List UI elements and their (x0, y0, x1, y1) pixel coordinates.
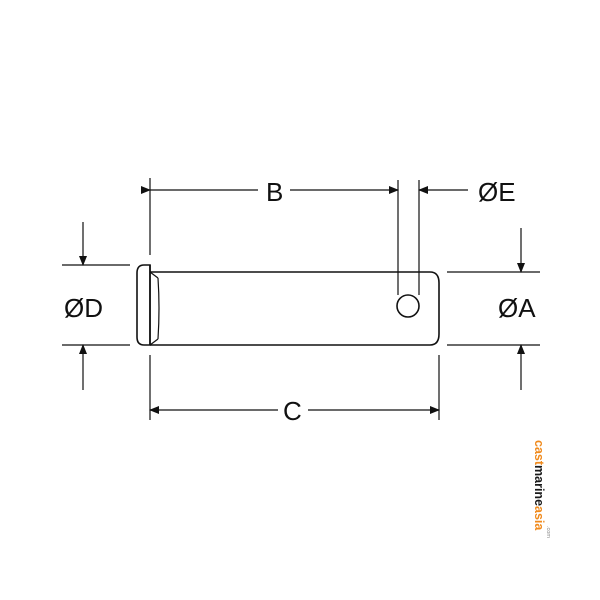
dimension-b: B (141, 177, 399, 295)
label-a: ØA (498, 293, 536, 323)
logo-part-cast: cast (532, 440, 546, 466)
dimension-c: C (149, 355, 440, 426)
logo-part-marine: marine (532, 465, 546, 506)
label-e: ØE (478, 177, 516, 207)
label-d: ØD (64, 293, 103, 323)
cross-hole (396, 294, 420, 318)
label-c: C (283, 396, 302, 426)
logo-part-asia: asia (532, 506, 546, 531)
logo-suffix: .com (545, 526, 551, 538)
label-b: B (266, 177, 283, 207)
dimension-e: ØE (418, 177, 516, 295)
dimension-d: ØD (62, 222, 130, 390)
castmarineasia-logo: castmarineasia .com (532, 440, 551, 538)
dimension-a: ØA (447, 228, 540, 390)
pin-body (136, 264, 440, 346)
svg-text:castmarineasia: castmarineasia (532, 440, 546, 531)
